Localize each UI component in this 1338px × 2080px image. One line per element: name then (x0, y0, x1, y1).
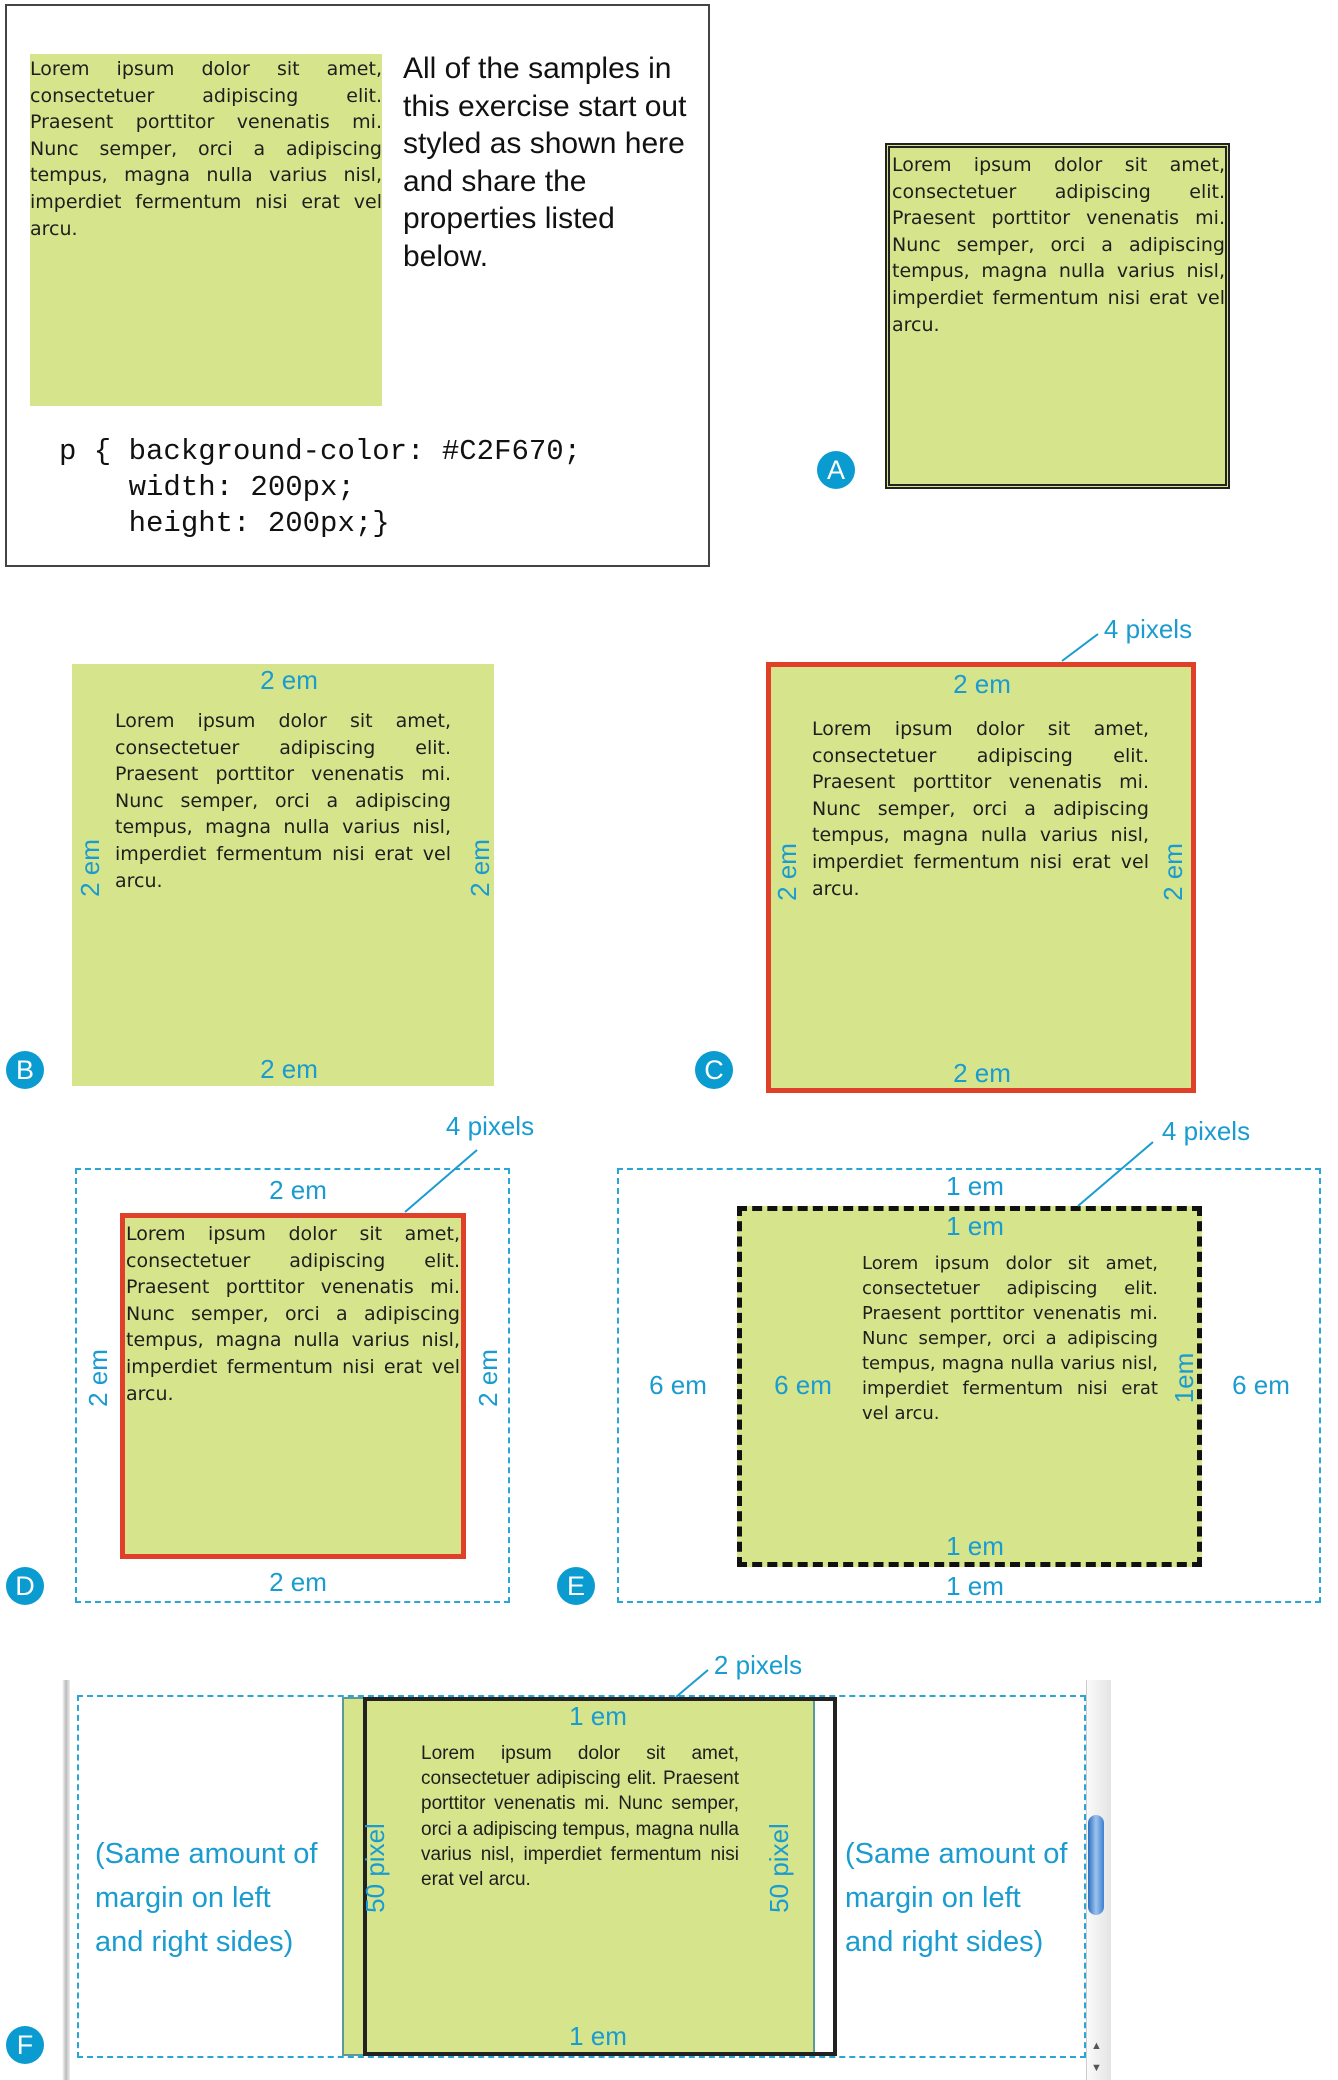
f-right-margin-note: (Same amount of margin on left and right… (845, 1838, 1068, 1958)
scrollbar[interactable]: ▲ ▼ (1086, 1680, 1111, 2080)
d-margin-outline (75, 1168, 510, 1603)
marker-c: C (695, 1051, 733, 1089)
intro-panel: Lorem ipsum dolor sit amet, consectetuer… (5, 4, 710, 567)
f-padding-bottom-label: 1 em (569, 2021, 627, 2051)
code-line: p { background-color: #C2F670; (59, 435, 582, 468)
code-line: width: 200px; (59, 471, 355, 504)
f-border-label: 2 pixels (713, 1650, 803, 1680)
b-padding-left-label: 2 em (75, 839, 105, 897)
e-padding-right-label: 1em (1169, 1352, 1199, 1404)
marker-d: D (6, 1567, 44, 1605)
c-padding-bottom-label: 2 em (953, 1058, 1011, 1088)
lorem-text: Lorem ipsum dolor sit amet, consectetuer… (30, 58, 382, 240)
e-margin-left-label: 6 em (649, 1370, 707, 1400)
f-left-margin-note: (Same amount of margin on left and right… (95, 1838, 318, 1958)
b-padding-right-label: 2 em (465, 839, 495, 897)
e-padding-bottom-label: 1 em (946, 1531, 1004, 1561)
e-padding-top-label: 1 em (946, 1211, 1004, 1241)
code-line: height: 200px;} (59, 507, 390, 540)
c-border-leader (1061, 633, 1099, 662)
lorem-text: Lorem ipsum dolor sit amet, consectetuer… (115, 710, 451, 892)
css-code: p { background-color: #C2F670; width: 20… (59, 434, 581, 542)
e-padding-left-label: 6 em (774, 1370, 832, 1400)
marker-f: F (6, 2026, 44, 2064)
e-border-label: 4 pixels (1161, 1116, 1251, 1146)
d-border-label: 4 pixels (445, 1111, 535, 1141)
lorem-text: Lorem ipsum dolor sit amet, consectetuer… (126, 1223, 460, 1405)
f-padding-right-label: 50 pixel (764, 1823, 794, 1913)
e-margin-outline (617, 1168, 1321, 1603)
f-margin-outline (77, 1695, 1086, 2058)
lorem-text: Lorem ipsum dolor sit amet, consectetuer… (862, 1253, 1158, 1424)
lorem-text: Lorem ipsum dolor sit amet, consectetuer… (812, 718, 1149, 900)
e-margin-bottom-label: 1 em (946, 1571, 1004, 1601)
sample-e-box: Lorem ipsum dolor sit amet, consectetuer… (737, 1206, 1202, 1567)
marker-e: E (557, 1567, 595, 1605)
intro-text: All of the samples in this exercise star… (403, 52, 687, 273)
marker-a: A (817, 451, 855, 489)
c-border-label: 4 pixels (1103, 614, 1193, 644)
sample-paragraph: Lorem ipsum dolor sit amet, consectetuer… (30, 54, 382, 406)
f-padding-top-label: 1 em (569, 1701, 627, 1731)
c-padding-top-label: 2 em (953, 669, 1011, 699)
scroll-up-arrow-icon[interactable]: ▲ (1091, 2040, 1102, 2052)
lorem-text: Lorem ipsum dolor sit amet, consectetuer… (421, 1743, 739, 1891)
d-margin-bottom-label: 2 em (269, 1567, 327, 1597)
d-margin-left-label: 2 em (83, 1349, 113, 1407)
f-padding-left-label: 50 pixel (360, 1823, 390, 1913)
b-padding-top-label: 2 em (260, 665, 318, 695)
e-margin-right-label: 6 em (1232, 1370, 1290, 1400)
sample-b-box: Lorem ipsum dolor sit amet, consectetuer… (72, 664, 494, 1086)
sample-c-box: Lorem ipsum dolor sit amet, consectetuer… (766, 662, 1196, 1093)
b-padding-bottom-label: 2 em (260, 1054, 318, 1084)
marker-b: B (6, 1051, 44, 1089)
c-padding-left-label: 2 em (772, 843, 802, 901)
f-border-leader (675, 1669, 709, 1698)
lorem-text: Lorem ipsum dolor sit amet, consectetuer… (892, 154, 1225, 336)
sample-a-box: Lorem ipsum dolor sit amet, consectetuer… (885, 143, 1230, 489)
e-margin-top-label: 1 em (946, 1171, 1004, 1201)
scroll-down-arrow-icon[interactable]: ▼ (1091, 2062, 1102, 2074)
window-left-edge (62, 1680, 70, 2080)
c-padding-right-label: 2 em (1158, 843, 1188, 901)
scrollbar-thumb[interactable] (1088, 1815, 1104, 1915)
sample-d-box: Lorem ipsum dolor sit amet, consectetuer… (120, 1213, 466, 1559)
sample-f-box: Lorem ipsum dolor sit amet, consectetuer… (363, 1697, 837, 2056)
d-margin-top-label: 2 em (269, 1175, 327, 1205)
d-margin-right-label: 2 em (473, 1349, 503, 1407)
